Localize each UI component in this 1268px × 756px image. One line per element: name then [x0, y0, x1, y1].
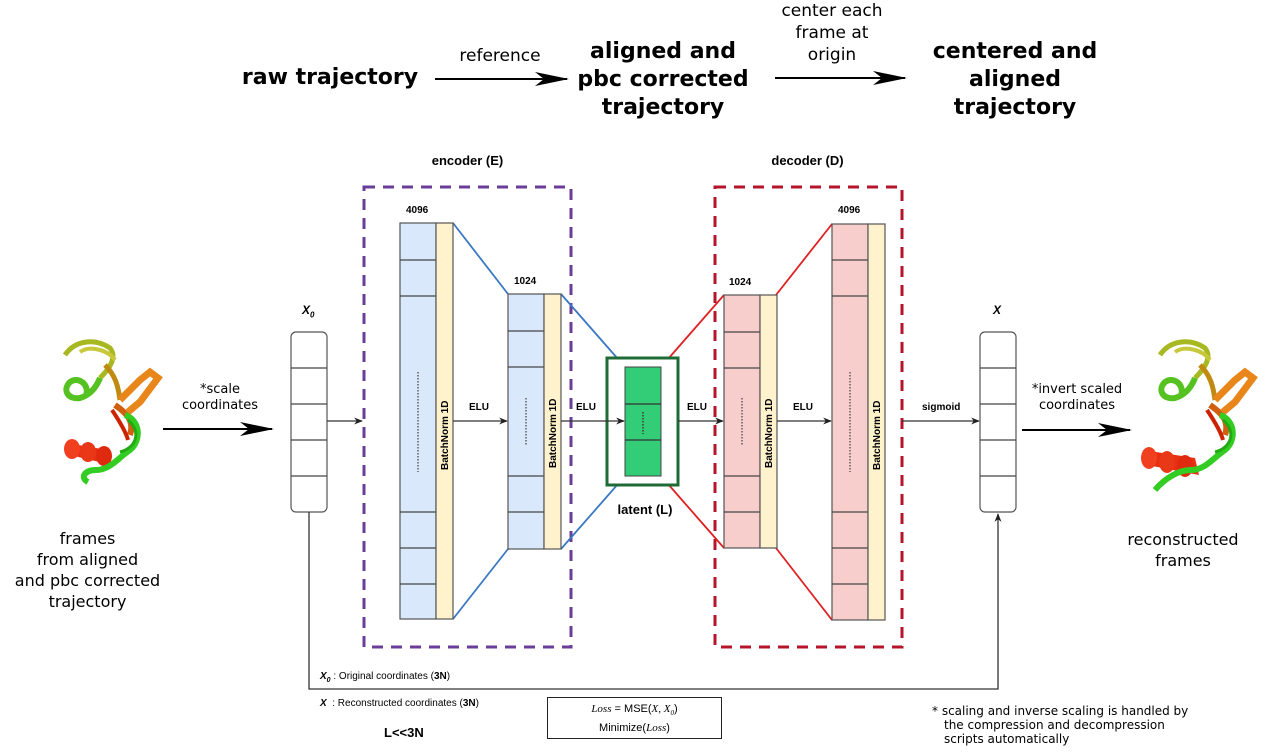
invert-label-line-2: coordinates — [1038, 398, 1116, 413]
stage-raw-trajectory: raw trajectory — [241, 65, 419, 90]
input-subscript: 0 — [310, 310, 315, 320]
output-vector-label: X — [993, 303, 1002, 317]
encoder-boundary — [362, 185, 573, 649]
decoder-layer-1024 — [723, 294, 778, 549]
decoder-layer-2-size: 4096 — [838, 205, 861, 216]
input-caption-line-1: frames — [59, 529, 116, 548]
invert-label-line-1: *invert scaled — [1031, 382, 1123, 397]
loss-formula-box: Loss = MSE(X, X0) Minimize(Loss) — [547, 697, 722, 739]
output-frames-caption: reconstructed frames — [1108, 529, 1258, 571]
transition-center-line-2: frame at — [795, 23, 869, 43]
invert-arrow-label: *invert scaled coordinates — [1022, 382, 1132, 414]
loss-close: ) — [674, 703, 678, 715]
encoder-layer-1-size: 4096 — [406, 205, 429, 216]
loss-args: X, X — [651, 703, 671, 715]
stage-centered-line-2: aligned — [968, 67, 1061, 92]
transition-center-line-1: center each — [781, 1, 883, 21]
legend-x0-symbol: X — [320, 671, 327, 682]
scale-arrow-label: *scale coordinates — [170, 382, 270, 414]
activation-sigmoid: sigmoid — [922, 402, 961, 413]
scale-label-line-1: *scale — [200, 382, 240, 397]
input-caption-line-2: from aligned — [36, 550, 139, 569]
loss-line-1: Loss = MSE(X, X0) — [548, 702, 721, 721]
scale-label-line-2: coordinates — [181, 398, 259, 413]
scaling-footnote: * scaling and inverse scaling is handled… — [932, 704, 1188, 746]
encoder-layer-1024 — [507, 293, 562, 550]
encoder-bn1-label: BatchNorm 1D — [440, 401, 451, 470]
legend-x: X : Reconstructed coordinates (3N) — [320, 698, 479, 709]
stage-centered-line-3: trajectory — [953, 95, 1077, 120]
input-vector-label: X0 — [302, 303, 314, 319]
skip-connection-path — [308, 512, 1002, 690]
protein-structure-input — [62, 339, 163, 485]
activation-elu-4: ELU — [793, 402, 813, 413]
input-caption-line-4: trajectory — [48, 592, 127, 611]
protein-structure-output — [1141, 339, 1258, 492]
legend-x-symbol: X — [320, 698, 327, 709]
stage-aligned-line-1: aligned and — [590, 39, 736, 64]
input-caption-line-3: and pbc corrected — [14, 571, 161, 590]
loss-line-2: Minimize(Loss) — [548, 721, 721, 736]
stage-aligned-pbc: aligned and pbc corrected trajectory — [568, 38, 758, 122]
legend-x0-bold: 3N — [433, 671, 447, 682]
encoder-layer-4096 — [399, 222, 454, 620]
decoder-batchnorm-2 — [867, 223, 886, 621]
loss-symbol: Loss — [591, 703, 612, 715]
stage-aligned-line-3: trajectory — [601, 95, 725, 120]
latent-constraint: L<<3N — [384, 725, 424, 740]
footnote-line-1: * scaling and inverse scaling is handled… — [932, 704, 1189, 718]
transition-center-line-3: origin — [807, 45, 857, 65]
minimize-close: ) — [666, 722, 670, 735]
stage-centered-aligned: centered and aligned trajectory — [915, 38, 1115, 122]
legend-x0-text: : Original coordinates ( — [330, 671, 434, 682]
legend-x0-end: ) — [446, 671, 451, 682]
input-frames-caption: frames from aligned and pbc corrected tr… — [0, 528, 175, 612]
decoder-layer-1-size: 1024 — [729, 277, 752, 288]
decoder-boundary — [713, 185, 904, 649]
transition-reference-label: reference — [459, 46, 541, 66]
footnote-line-3: scripts automatically — [944, 732, 1070, 746]
decoder-title: decoder (D) — [771, 153, 844, 168]
decoder-bn2-label: BatchNorm 1D — [872, 401, 883, 470]
encoder-layer-2-size: 1024 — [514, 276, 537, 287]
loss-mse: = MSE( — [611, 703, 652, 715]
stage-centered-line-1: centered and — [932, 39, 1098, 64]
input-symbol: X — [302, 303, 311, 317]
input-vector-x0 — [290, 331, 328, 513]
output-vector-x — [979, 331, 1017, 513]
activation-elu-3: ELU — [687, 402, 707, 413]
legend-x0-sub: 0 — [326, 677, 331, 684]
legend-x-text: : Reconstructed coordinates ( — [326, 698, 463, 709]
transition-center-label: center each frame at origin — [772, 0, 892, 66]
encoder-bn2-label: BatchNorm 1D — [548, 399, 559, 468]
decoder-bn1-label: BatchNorm 1D — [764, 399, 775, 468]
decoder-connections — [660, 223, 833, 621]
legend-x-end: ) — [475, 698, 479, 709]
encoder-title: encoder (E) — [431, 153, 504, 168]
loss-args-sub: 0 — [670, 709, 675, 718]
stage-aligned-line-2: pbc corrected — [577, 67, 749, 92]
decoder-layer-4096 — [831, 223, 886, 621]
output-caption-line-1: reconstructed — [1127, 530, 1239, 549]
encoder-connections — [452, 222, 626, 620]
latent-title: latent (L) — [617, 502, 673, 517]
minimize-arg: Loss — [646, 722, 667, 735]
activation-elu-2: ELU — [576, 402, 596, 413]
legend-x0: X0 : Original coordinates (3N) — [320, 671, 450, 684]
output-caption-line-2: frames — [1155, 551, 1211, 570]
footnote-line-2: the compression and decompression — [944, 718, 1165, 732]
activation-elu-1: ELU — [469, 402, 489, 413]
minimize-text: Minimize( — [599, 722, 647, 735]
legend-x-bold: 3N — [462, 698, 476, 709]
